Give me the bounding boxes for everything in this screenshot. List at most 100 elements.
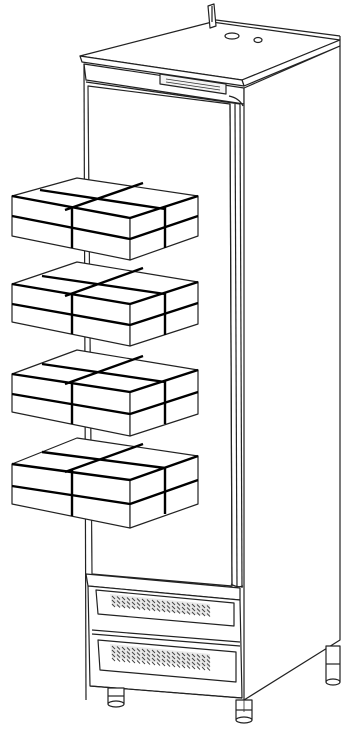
vent-slot bbox=[131, 659, 136, 664]
vent-slot bbox=[131, 651, 136, 656]
vent-slot bbox=[156, 662, 161, 666]
box-stacks bbox=[11, 177, 199, 529]
vent-slot bbox=[151, 661, 156, 666]
cabinet-body bbox=[83, 45, 341, 701]
vent-slot bbox=[171, 605, 176, 610]
vent-slot bbox=[201, 654, 206, 659]
vent-slot bbox=[151, 603, 156, 608]
vent-slot bbox=[161, 608, 166, 613]
vent-slot bbox=[116, 646, 121, 650]
vent-slot bbox=[171, 601, 176, 606]
vent-slot bbox=[186, 611, 191, 615]
vent-slot bbox=[176, 664, 181, 668]
vent-slot bbox=[121, 646, 126, 651]
top-hole-icon bbox=[253, 36, 263, 44]
legs bbox=[107, 645, 341, 724]
vent-slot bbox=[201, 658, 206, 663]
vent-slot bbox=[131, 605, 136, 610]
vent-slot bbox=[151, 653, 156, 658]
vent-slot bbox=[126, 659, 131, 663]
vent-slot bbox=[161, 662, 166, 667]
box-stack-4 bbox=[11, 437, 199, 529]
vent-slot bbox=[126, 655, 131, 659]
vent-slot bbox=[121, 654, 126, 659]
vent-slot bbox=[171, 651, 176, 656]
vent-grille-lower bbox=[110, 644, 211, 671]
box-stack-2 bbox=[11, 261, 199, 347]
vent-slot bbox=[171, 663, 176, 668]
vent-slot bbox=[116, 650, 121, 654]
vent-slot bbox=[176, 610, 181, 614]
vent-slot bbox=[171, 659, 176, 664]
vent-slot bbox=[116, 604, 121, 608]
vent-slot bbox=[121, 600, 126, 605]
vent-slot bbox=[111, 657, 116, 662]
vent-slot bbox=[186, 661, 191, 665]
vent-slot bbox=[136, 652, 141, 656]
vent-slot bbox=[186, 603, 191, 607]
vent-slot bbox=[196, 604, 201, 608]
vent-slot bbox=[151, 657, 156, 662]
vent-slot bbox=[176, 656, 181, 660]
vent-slot bbox=[201, 608, 206, 613]
vent-slot bbox=[116, 658, 121, 662]
vent-slot bbox=[156, 604, 161, 608]
vent-slot bbox=[111, 645, 116, 650]
vent-slot bbox=[161, 650, 166, 655]
vent-slot bbox=[196, 666, 201, 670]
vent-slot bbox=[126, 651, 131, 655]
vent-slot bbox=[181, 606, 186, 611]
vent-slot bbox=[151, 649, 156, 654]
vent-slot bbox=[161, 604, 166, 609]
vent-slot bbox=[131, 655, 136, 660]
vent-slot bbox=[191, 653, 196, 658]
box-stack-1 bbox=[11, 177, 199, 261]
vent-slot bbox=[116, 654, 121, 658]
display-window bbox=[159, 73, 227, 95]
vent-slot bbox=[126, 605, 131, 609]
vent-slot bbox=[136, 598, 141, 602]
vent-slot bbox=[196, 612, 201, 616]
vent-slot bbox=[156, 600, 161, 604]
vent-slot bbox=[166, 651, 171, 655]
vent-slot bbox=[176, 652, 181, 656]
vent-slot bbox=[206, 609, 211, 613]
vent-slot bbox=[206, 605, 211, 609]
vent-slot bbox=[191, 603, 196, 608]
vent-slot bbox=[116, 600, 121, 604]
vent-slot bbox=[206, 613, 211, 617]
vent-slot bbox=[186, 653, 191, 657]
vent-slot bbox=[146, 661, 151, 665]
vent-slot bbox=[126, 601, 131, 605]
vent-slot bbox=[186, 657, 191, 661]
vent-slot bbox=[121, 604, 126, 609]
vent-slot bbox=[166, 605, 171, 609]
vent-slot bbox=[191, 661, 196, 666]
top-knob-icon bbox=[224, 32, 240, 40]
vent-slot bbox=[116, 596, 121, 600]
vent-slot bbox=[131, 647, 136, 652]
vent-slot bbox=[151, 599, 156, 604]
vent-slot bbox=[206, 659, 211, 663]
vent-slot bbox=[176, 606, 181, 610]
vent-slot bbox=[186, 665, 191, 669]
vent-slot bbox=[206, 663, 211, 667]
vent-slot bbox=[136, 660, 141, 664]
vent-slot bbox=[111, 595, 116, 600]
vent-slot bbox=[176, 602, 181, 606]
vent-slot bbox=[181, 610, 186, 615]
vent-slot bbox=[146, 653, 151, 657]
vent-slot bbox=[196, 654, 201, 658]
leg-back-right bbox=[325, 645, 341, 686]
leg-front-left bbox=[107, 687, 125, 708]
vent-slot bbox=[166, 659, 171, 663]
vent-slot bbox=[196, 608, 201, 612]
vent-slot bbox=[156, 654, 161, 658]
vent-slot bbox=[141, 656, 146, 661]
vent-slot bbox=[166, 663, 171, 667]
vent-slot bbox=[171, 609, 176, 614]
vent-slot bbox=[146, 607, 151, 611]
vent-slot bbox=[206, 667, 211, 671]
vent-slot bbox=[141, 648, 146, 653]
